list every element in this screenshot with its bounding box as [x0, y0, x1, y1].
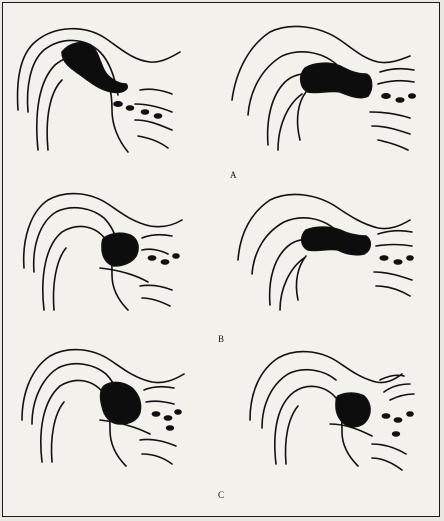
panel-a-left	[18, 29, 180, 152]
panel-c-left	[22, 350, 184, 466]
disc-b-right	[302, 227, 371, 255]
panel-label-c: C	[218, 490, 225, 500]
panel-a-right	[232, 26, 415, 150]
panel-label-b: B	[218, 334, 225, 344]
panel-label-a: A	[230, 170, 237, 180]
disc-c-left	[101, 382, 141, 424]
disc-a-left	[62, 43, 127, 93]
panel-b-left	[24, 194, 182, 310]
disc-c-right	[336, 393, 370, 427]
disc-a-right	[301, 63, 372, 97]
panel-b-right	[238, 194, 413, 310]
disc-b-left	[102, 233, 138, 266]
panel-c-right	[250, 352, 414, 470]
